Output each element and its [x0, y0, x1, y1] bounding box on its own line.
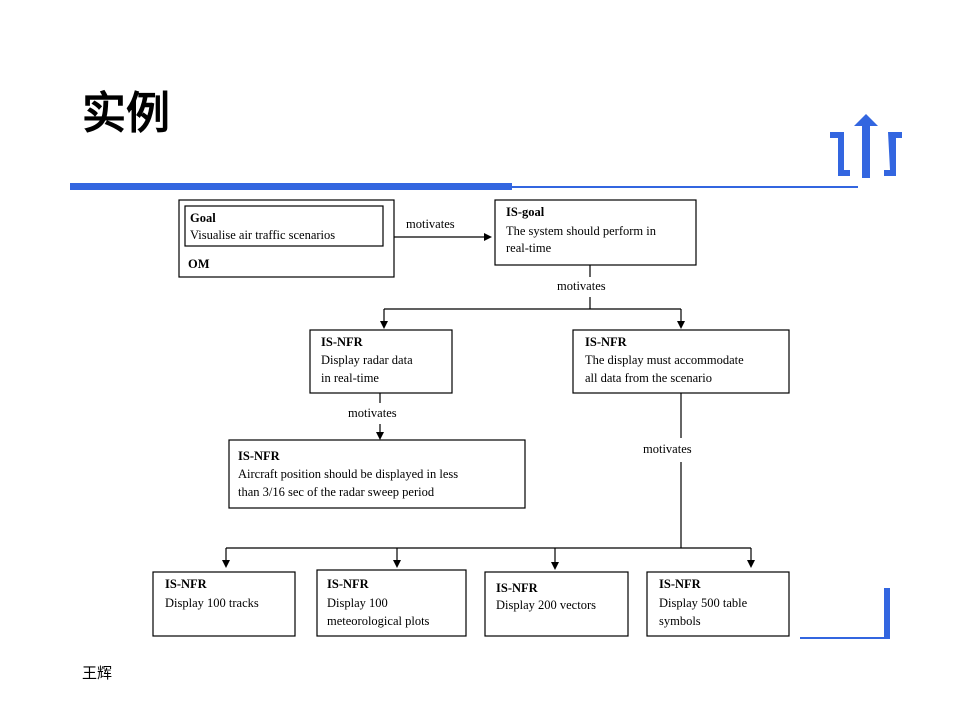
is-goal-line-2: real-time [506, 241, 552, 255]
nfr-aircraft-title: IS-NFR [238, 449, 281, 463]
is-goal-title: IS-goal [506, 205, 545, 219]
nfr-tracks-title: IS-NFR [165, 577, 208, 591]
nfr-accommodate-line-2: all data from the scenario [585, 371, 712, 385]
upward-arrow-logo-icon [830, 114, 902, 178]
is-goal-box: IS-goal The system should perform in rea… [494, 199, 697, 266]
edge-label-goal-nfrs: motivates [557, 279, 606, 293]
nfr-accommodate-line-1: The display must accommodate [585, 353, 744, 367]
is-goal-line-1: The system should perform in [506, 224, 657, 238]
nfr-accommodate-box: IS-NFR The display must accommodate all … [572, 329, 790, 394]
om-label: OM [188, 257, 210, 271]
nfr-table-title: IS-NFR [659, 577, 702, 591]
nfr-table-line-1: Display 500 table [659, 596, 748, 610]
nfr-tracks-box: IS-NFR Display 100 tracks [152, 571, 296, 637]
footer-author: 王辉 [82, 664, 113, 682]
nfr-tracks-line-1: Display 100 tracks [165, 596, 259, 610]
edge-label-om-goal: motivates [406, 217, 455, 231]
nfr-vectors-line-1: Display 200 vectors [496, 598, 596, 612]
nfr-meteo-line-2: meteorological plots [327, 614, 430, 628]
goal-title: Goal [190, 211, 216, 225]
om-box: Goal Visualise air traffic scenarios OM [178, 199, 395, 278]
nfr-vectors-box: IS-NFR Display 200 vectors [484, 571, 629, 637]
title-underline-thick [70, 183, 512, 190]
edge-label-accommodate-displays: motivates [643, 442, 692, 456]
nfr-radar-box: IS-NFR Display radar data in real-time [309, 329, 453, 394]
slide-title: 实例 [82, 88, 170, 139]
goal-text: Visualise air traffic scenarios [190, 228, 335, 242]
nfr-aircraft-line-2: than 3/16 sec of the radar sweep period [238, 485, 435, 499]
nfr-meteo-title: IS-NFR [327, 577, 370, 591]
nfr-meteo-line-1: Display 100 [327, 596, 388, 610]
title-underline-thin [512, 186, 858, 188]
edge-label-radar-aircraft: motivates [348, 406, 397, 420]
corner-bracket-decoration [800, 588, 890, 639]
nfr-table-line-2: symbols [659, 614, 701, 628]
nfr-meteo-box: IS-NFR Display 100 meteorological plots [316, 569, 467, 637]
nfr-vectors-title: IS-NFR [496, 581, 539, 595]
nfr-radar-line-1: Display radar data [321, 353, 413, 367]
nfr-accommodate-title: IS-NFR [585, 335, 628, 349]
nfr-table-box: IS-NFR Display 500 table symbols [646, 571, 790, 637]
nfr-radar-line-2: in real-time [321, 371, 379, 385]
nfr-aircraft-box: IS-NFR Aircraft position should be displ… [228, 439, 526, 509]
nfr-radar-title: IS-NFR [321, 335, 364, 349]
nfr-aircraft-line-1: Aircraft position should be displayed in… [238, 467, 458, 481]
